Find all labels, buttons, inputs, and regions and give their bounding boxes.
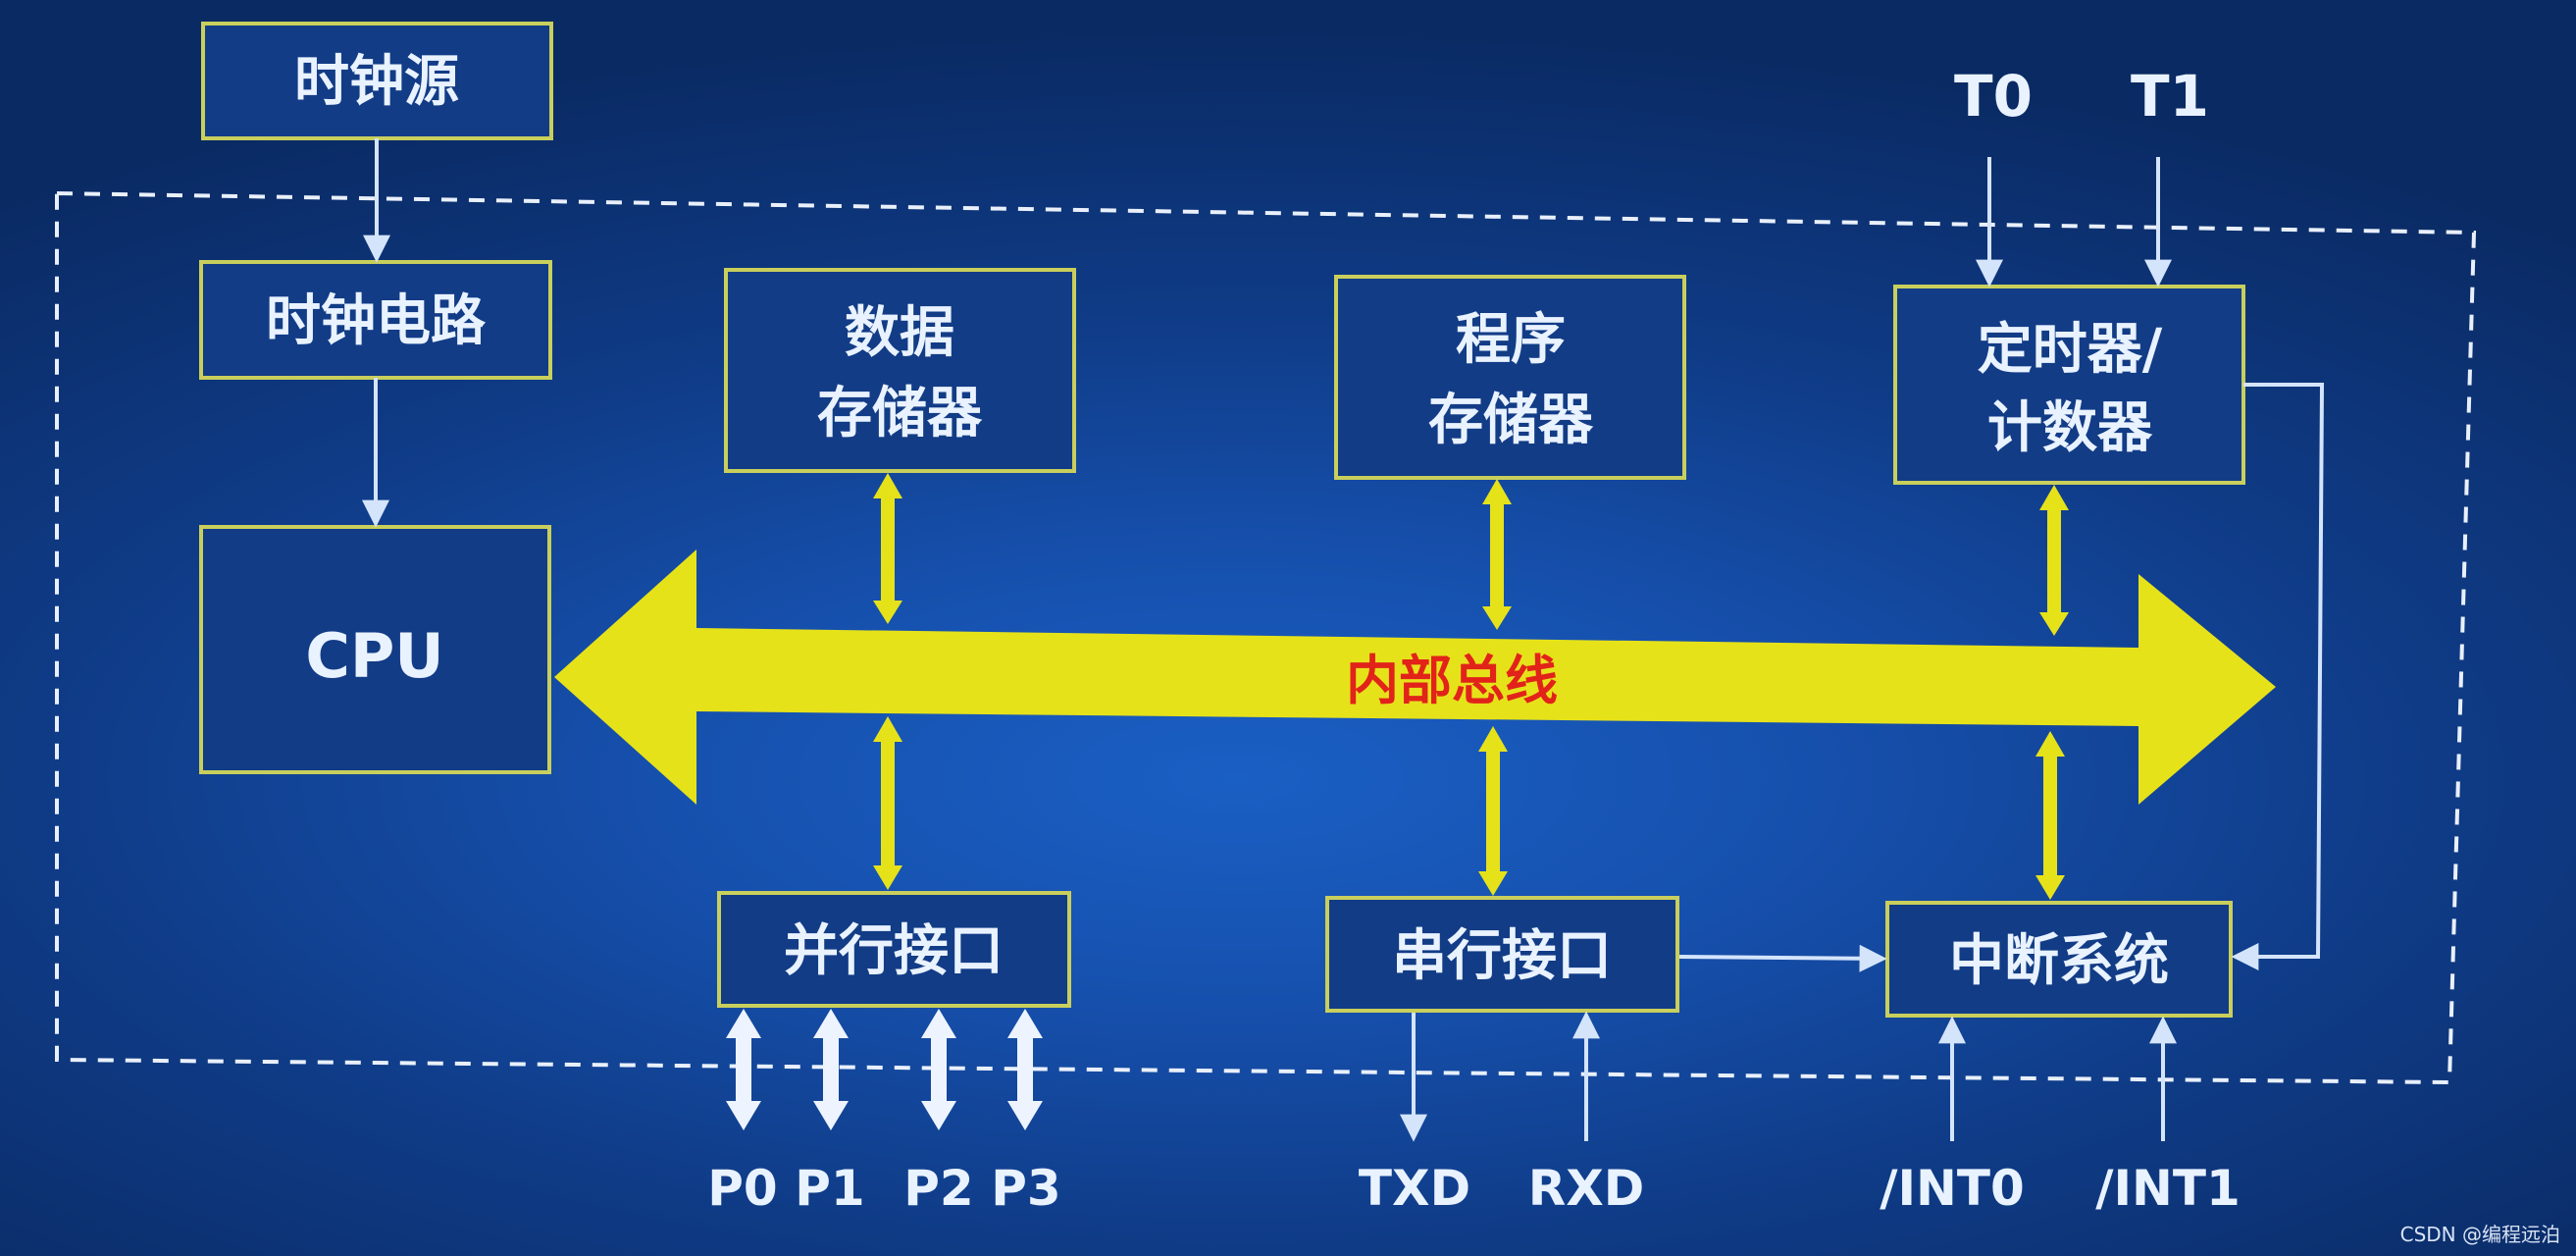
svg-text:定时器/: 定时器/ [1978, 318, 2163, 382]
bus-link-parallel-port [873, 716, 902, 890]
svg-text:中断系统: 中断系统 [1949, 929, 2169, 993]
svg-text:时钟源: 时钟源 [294, 50, 459, 114]
watermark-text: CSDN @编程远泊 [2400, 1223, 2560, 1246]
arrow-serial-to-interrupt [1678, 944, 1887, 972]
parallel-port-box: 并行接口 [717, 891, 1071, 1008]
clock-circuit-box: 时钟电路 [199, 260, 552, 380]
svg-text:程序: 程序 [1456, 308, 1566, 372]
port-arrow-p1 [813, 1009, 849, 1130]
svg-text:时钟电路: 时钟电路 [266, 289, 487, 353]
rxd-label: RXD [1528, 1160, 1645, 1217]
p3-label: P3 [991, 1160, 1060, 1217]
arrow-timer-to-interrupt [2231, 383, 2325, 970]
p1-label: P1 [795, 1160, 864, 1217]
int1-label: /INT1 [2095, 1160, 2241, 1217]
clock-source-box: 时钟源 [201, 22, 553, 140]
bus-link-interrupt [2035, 731, 2065, 900]
bus-link-data-memory [873, 473, 902, 624]
port-arrow-p3 [1007, 1009, 1043, 1130]
bus-link-timer [2039, 485, 2069, 636]
bus-link-serial-port [1478, 726, 1508, 896]
port-arrow-p2 [921, 1009, 956, 1130]
svg-text:存储器: 存储器 [1428, 389, 1594, 452]
interrupt-system-box: 中断系统 [1885, 901, 2233, 1018]
serial-port-box: 串行接口 [1325, 896, 1679, 1013]
int0-label: /INT0 [1880, 1160, 2025, 1217]
p2-label: P2 [903, 1160, 973, 1217]
data-memory-box: 数据 存储器 [724, 268, 1076, 473]
timer-counter-box: 定时器/ 计数器 [1893, 285, 2245, 485]
t1-label: T1 [2131, 63, 2209, 130]
svg-text:计数器: 计数器 [1987, 396, 2153, 460]
svg-text:并行接口: 并行接口 [784, 919, 1004, 983]
p0-label: P0 [707, 1160, 777, 1217]
svg-text:数据: 数据 [845, 301, 954, 365]
internal-bus-label: 内部总线 [1346, 650, 1558, 711]
txd-label: TXD [1359, 1160, 1470, 1217]
cpu-box: CPU [199, 525, 551, 774]
svg-text:CPU: CPU [305, 620, 443, 692]
program-memory-box: 程序 存储器 [1334, 275, 1686, 480]
svg-text:存储器: 存储器 [817, 382, 983, 445]
bus-link-program-memory [1482, 479, 1512, 630]
t0-label: T0 [1954, 63, 2033, 130]
port-arrow-p0 [726, 1009, 761, 1130]
internal-bus-arrow [554, 550, 2276, 805]
svg-text:串行接口: 串行接口 [1392, 924, 1612, 988]
